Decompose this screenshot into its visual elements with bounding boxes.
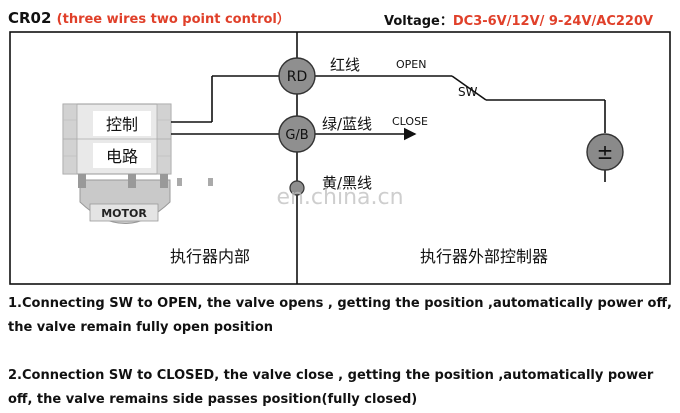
motor-pin-small-2 — [208, 178, 213, 186]
model-subtitle: (three wires two point control） — [56, 12, 290, 27]
motor-label: MOTOR — [101, 207, 147, 220]
close-label: CLOSE — [392, 115, 428, 128]
power-symbol: ± — [597, 140, 614, 164]
motor-pin-left — [78, 174, 86, 188]
terminal-rd-label: RD — [287, 69, 308, 85]
control-line-1: 控制 — [106, 115, 138, 134]
motor-pin-middle — [128, 174, 136, 188]
voltage-label: Voltage： — [384, 14, 453, 29]
wire-red-label: 红线 — [330, 56, 360, 74]
wire-green-blue-label: 绿/蓝线 — [322, 115, 372, 133]
open-label: OPEN — [396, 58, 426, 71]
control-board — [62, 103, 172, 175]
motor — [79, 179, 171, 224]
wire-yellow-black-label: 黄/黑线 — [322, 174, 372, 192]
note-close: 2.Connection SW to CLOSED, the valve clo… — [8, 368, 654, 407]
model-code: CR02 — [8, 9, 52, 27]
terminal-gb-label: G/B — [285, 128, 308, 143]
outside-label: 执行器外部控制器 — [420, 247, 548, 266]
diagram-title: CR02 (three wires two point control） — [8, 8, 290, 27]
note-open: 1.Connecting SW to OPEN, the valve opens… — [8, 296, 672, 335]
control-line-2: 电路 — [106, 147, 138, 166]
power-source-icon — [586, 133, 624, 171]
motor-pin-small-1 — [177, 178, 182, 186]
diagram-frame — [9, 31, 671, 285]
terminal-rd-icon — [278, 57, 316, 95]
terminal-gb-icon — [278, 115, 316, 153]
terminal-yb-icon — [289, 180, 305, 196]
sw-label: SW — [458, 85, 478, 99]
voltage-value: DC3-6V/12V/ 9-24V/AC220V — [452, 14, 654, 29]
voltage-spec: Voltage：DC3-6V/12V/ 9-24V/AC220V — [384, 10, 653, 29]
inside-label: 执行器内部 — [170, 247, 250, 266]
switch-sw — [451, 75, 487, 101]
watermark: en.china.cn — [276, 185, 403, 210]
wiring-diagram: RD G/B 红线 绿/蓝线 黄/黑线 OPEN CLOSE SW ± 控制 电… — [9, 31, 671, 285]
motor-pin-right — [160, 174, 168, 188]
